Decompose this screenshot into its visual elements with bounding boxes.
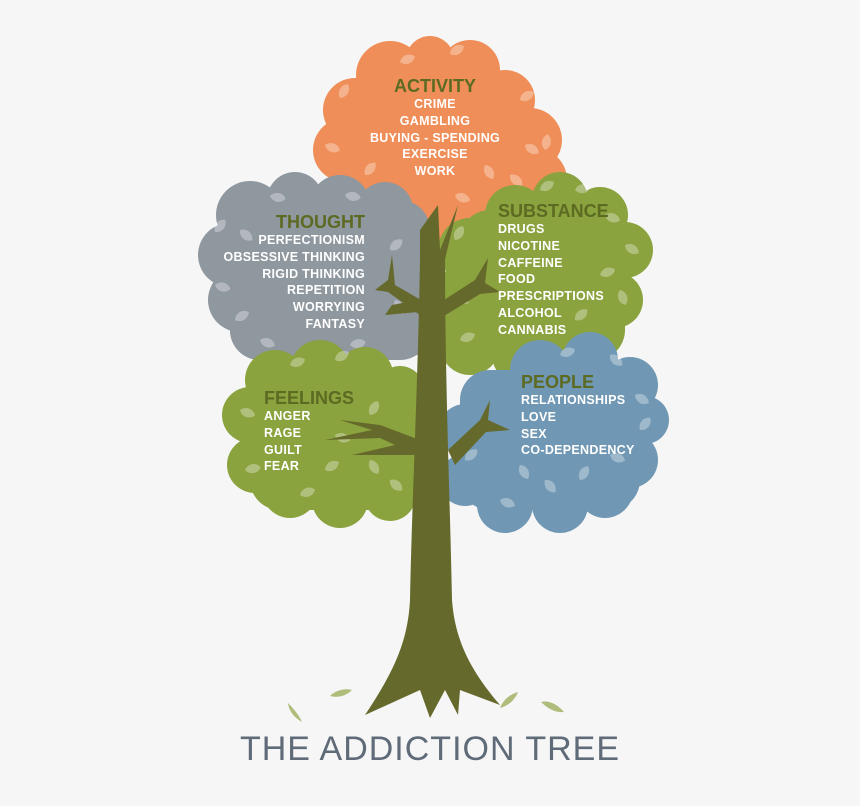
people-item: LOVE <box>521 409 557 424</box>
feelings-cloud <box>222 340 424 528</box>
substance-group: SUBSTANCE DRUGS NICOTINE CAFFEINE FOOD P… <box>498 201 638 339</box>
activity-item: BUYING - SPENDING <box>369 130 501 145</box>
feelings-group: FEELINGS ANGER RAGE GUILT FEAR <box>264 388 384 475</box>
people-title: PEOPLE <box>521 372 595 392</box>
substance-item: PRESCRIPTIONS <box>498 289 604 304</box>
people-cloud <box>439 332 669 533</box>
thought-title: THOUGHT <box>276 212 365 232</box>
activity-group: ACTIVITY CRIME GAMBLING BUYING - SPENDIN… <box>340 76 530 180</box>
feelings-item: GUILT <box>264 442 303 457</box>
substance-item: CAFFEINE <box>498 255 563 270</box>
thought-item: FANTASY <box>305 316 365 331</box>
people-item: SEX <box>521 426 547 441</box>
feelings-item: RAGE <box>264 425 302 440</box>
thought-item: RIGID THINKING <box>262 266 365 281</box>
people-item: CO-DEPENDENCY <box>521 443 635 458</box>
substance-item: CANNABIS <box>498 322 567 337</box>
activity-item: CRIME <box>414 97 456 111</box>
substance-title: SUBSTANCE <box>498 201 609 221</box>
activity-title: ACTIVITY <box>393 76 476 96</box>
activity-item: WORK <box>414 164 456 179</box>
substance-item: FOOD <box>498 272 536 287</box>
thought-item: PERFECTIONISM <box>258 233 365 247</box>
substance-cloud <box>428 172 653 383</box>
substance-item: NICOTINE <box>498 238 561 253</box>
thought-group: THOUGHT PERFECTIONISM OBSESSIVE THINKING… <box>200 212 365 333</box>
substance-item: ALCOHOL <box>498 305 562 320</box>
diagram-title: THE ADDICTION TREE <box>239 730 621 768</box>
feelings-item: ANGER <box>264 409 311 423</box>
people-group: PEOPLE RELATIONSHIPS LOVE SEX CO-DEPENDE… <box>521 372 651 459</box>
thought-item: REPETITION <box>286 283 365 298</box>
activity-item: GAMBLING <box>399 113 471 128</box>
people-item: RELATIONSHIPS <box>521 393 626 407</box>
fallen-leaves <box>288 689 564 722</box>
thought-item: OBSESSIVE THINKING <box>223 249 365 264</box>
tree-trunk <box>325 205 510 718</box>
feelings-title: FEELINGS <box>264 388 355 408</box>
substance-item: DRUGS <box>498 222 545 236</box>
thought-item: WORRYING <box>292 300 365 315</box>
activity-item: EXERCISE <box>402 147 468 162</box>
feelings-item: FEAR <box>264 459 300 474</box>
